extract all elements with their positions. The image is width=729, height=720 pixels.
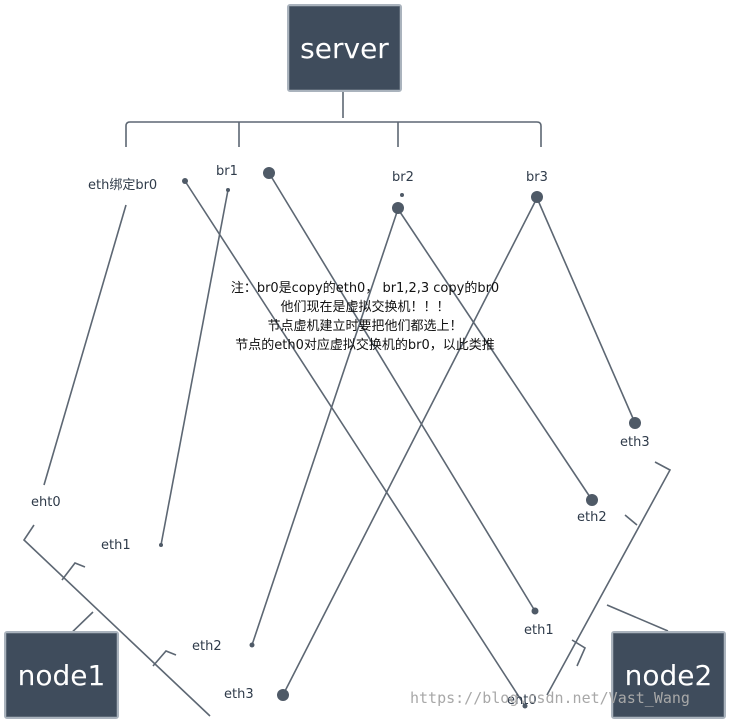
- br1-port-dot: [263, 167, 275, 179]
- wire-br3-node2-eth3: [536, 197, 636, 424]
- node2-eth0-endpoint: [522, 703, 528, 709]
- node2-stem: [606, 604, 669, 632]
- br2-endpoint: [400, 193, 404, 197]
- node2-box: node2: [611, 631, 726, 719]
- server-box: server: [287, 4, 402, 92]
- note-line-2: 他们现在是虚拟交换机！！！: [280, 300, 450, 315]
- node2-bracket: [546, 461, 672, 696]
- node2-eth2-label: eth2: [577, 510, 607, 525]
- wire-br0-node2-eth0: [184, 180, 526, 707]
- node1-bracket: [22, 524, 211, 717]
- br3-port-dot: [531, 191, 543, 203]
- wire-br1-node2-eth1: [268, 172, 536, 612]
- wire-br3-node1-eth3: [282, 197, 538, 696]
- br0-label: eth绑定br0: [88, 178, 158, 193]
- node2-eth3-dot: [629, 417, 641, 429]
- watermark: https://blog.csdn.net/Vast_Wang: [410, 689, 690, 707]
- wire-br1-node1-eth1: [160, 189, 229, 546]
- node2-eth1-endpoint: [531, 607, 539, 615]
- br0-endpoint: [182, 178, 188, 184]
- node1-bracket-tick-eth2: [152, 650, 177, 667]
- node1-eth2-label: eth2: [192, 639, 222, 654]
- node1-eth2-endpoint: [249, 642, 255, 648]
- br1-label: br1: [216, 164, 238, 179]
- note-line-3: 节点虚机建立时要把他们都选上！: [267, 319, 463, 334]
- node2-eth3-label: eth3: [620, 435, 650, 450]
- wire-br2-node2-eth2: [397, 208, 593, 501]
- node2-label: node2: [624, 658, 713, 692]
- wire-br2-node1-eth2: [251, 208, 399, 646]
- br2-label: br2: [392, 170, 414, 185]
- server-bus: [125, 121, 542, 147]
- node2-bracket-tick-eth2: [624, 514, 638, 526]
- br2-port-dot: [392, 202, 404, 214]
- node2-eth2-dot: [586, 494, 598, 506]
- wire-br0-node1-eth0: [43, 204, 127, 486]
- node1-bracket-tick-eth1: [61, 562, 86, 581]
- br1-endpoint: [226, 188, 230, 192]
- node1-eth1-endpoint: [159, 543, 163, 547]
- br3-label: br3: [526, 170, 548, 185]
- note-line-4: 节点的eth0对应虚拟交换机的br0，以此类推: [235, 338, 495, 353]
- note-line-1: 注：br0是copy的eth0， br1,2,3 copy的br0: [230, 281, 500, 296]
- node1-eth3-dot: [277, 689, 289, 701]
- node2-bracket-tick-eth1: [571, 639, 587, 667]
- server-label: server: [300, 31, 389, 65]
- node1-eth0-label: eht0: [31, 495, 61, 510]
- annotation-note: 注：br0是copy的eth0， br1,2,3 copy的br0 他们现在是虚…: [200, 279, 530, 355]
- node1-box: node1: [4, 631, 119, 719]
- node1-eth1-label: eth1: [101, 538, 131, 553]
- node1-label: node1: [17, 658, 106, 692]
- node1-eth3-label: eth3: [224, 687, 254, 702]
- node2-eth0-label: eht0: [507, 693, 537, 708]
- node2-eth1-label: eth1: [524, 623, 554, 638]
